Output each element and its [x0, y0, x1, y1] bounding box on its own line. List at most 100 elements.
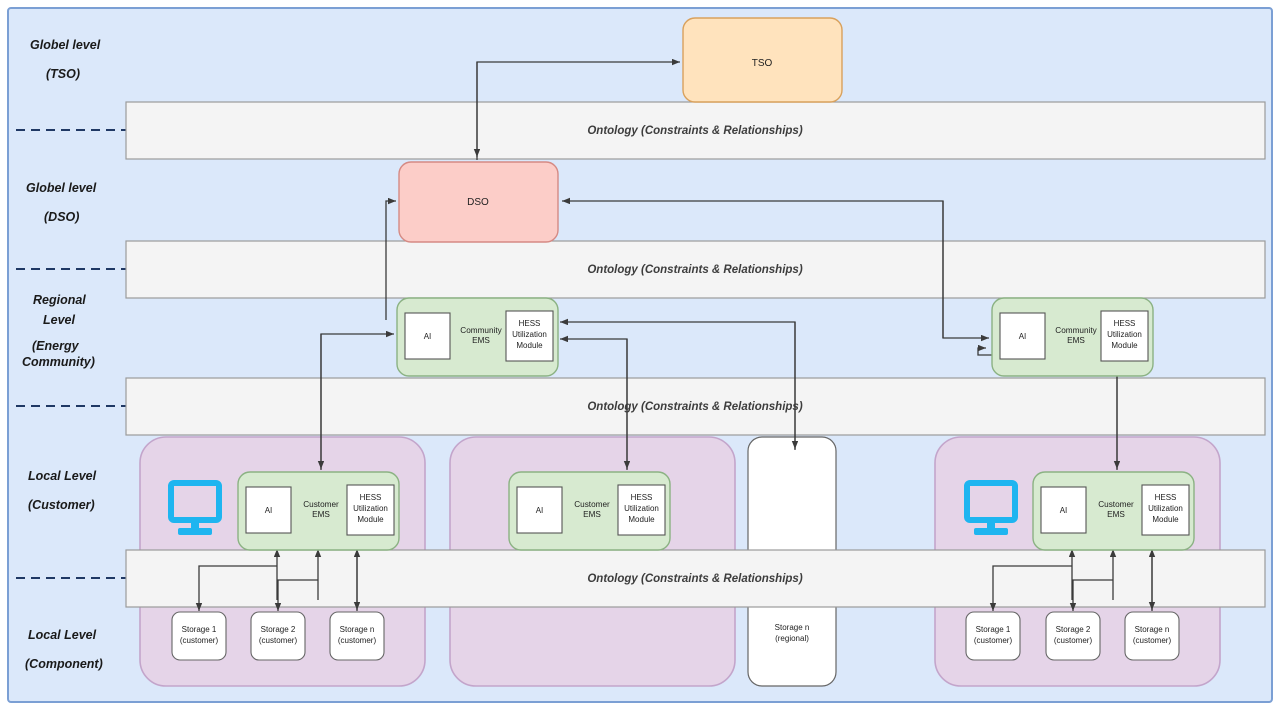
community-left-title-line1: Community: [460, 326, 502, 335]
level-label-global-dso: Globel level (DSO): [26, 181, 97, 224]
customer3-ai-box[interactable]: [1040, 486, 1087, 534]
node-tso-label: TSO: [752, 58, 773, 69]
level-label-line2b: Community): [22, 355, 95, 369]
node-customer-ems-2[interactable]: AI Customer EMS HESS Utilization Module: [508, 471, 671, 551]
customer2-hess-line2: Utilization: [624, 504, 659, 513]
monitor-icon: [168, 480, 222, 535]
level-label-line1: Globel level: [26, 181, 97, 195]
storage-label-line2: (customer): [180, 636, 219, 645]
node-customer-ems-1[interactable]: AI Customer EMS HESS Utilization Module: [237, 471, 400, 551]
customer3-hess-line3: Module: [1152, 515, 1179, 524]
customer2-title-line2: EMS: [583, 510, 601, 519]
storage-label-line1: Storage n: [1135, 625, 1170, 634]
storage-label-line1: Storage 1: [976, 625, 1011, 634]
customer2-hess-box[interactable]: [617, 484, 666, 536]
customer1-title-line2: EMS: [312, 510, 330, 519]
storage-label-line2: (customer): [338, 636, 377, 645]
customer1-title-line1: Customer: [303, 500, 339, 509]
community-left-hess-line3: Module: [516, 341, 543, 350]
level-label-line2: (Customer): [28, 498, 95, 512]
level-label-local-component: Local Level (Component): [25, 628, 103, 671]
customer3-title-line2: EMS: [1107, 510, 1125, 519]
customer1-ai-label: AI: [265, 506, 273, 515]
community-left-ai-label: AI: [424, 332, 432, 341]
storage-label-line2: (customer): [259, 636, 298, 645]
customer3-hess-line1: HESS: [1155, 493, 1177, 502]
level-label-line1: Regional: [33, 293, 86, 307]
customer3-hess-box[interactable]: [1141, 484, 1190, 536]
level-label-global-tso: Globel level (TSO): [30, 38, 101, 81]
community-right-hess-line3: Module: [1111, 341, 1138, 350]
community-left-hess-box[interactable]: [505, 310, 554, 362]
storage-box[interactable]: Storage 1 (customer): [171, 611, 227, 661]
customer2-hess-line3: Module: [628, 515, 655, 524]
ontology-bar-3-label: Ontology (Constraints & Relationships): [587, 401, 802, 413]
level-label-line2: (Component): [25, 657, 103, 671]
level-label-local-customer: Local Level (Customer): [28, 469, 97, 512]
storage-regional-line1: Storage n: [775, 623, 810, 632]
storage-box[interactable]: Storage n (customer): [1124, 611, 1180, 661]
storage-box[interactable]: Storage 2 (customer): [250, 611, 306, 661]
node-community-ems-left[interactable]: AI Community EMS HESS Utilization Module: [396, 297, 559, 377]
customer1-hess-line3: Module: [357, 515, 384, 524]
ontology-bar-3: Ontology (Constraints & Relationships): [125, 377, 1266, 436]
arrow-customerems2-to-storage2: [274, 579, 318, 611]
arrow-customerems3-to-storage1r: [989, 565, 1072, 611]
customer3-title-line1: Customer: [1098, 500, 1134, 509]
customer2-ai-box[interactable]: [516, 486, 563, 534]
community-right-title-line1: Community: [1055, 326, 1097, 335]
ontology-bar-4-label: Ontology (Constraints & Relationships): [587, 573, 802, 585]
storage-label-line1: Storage 2: [1056, 625, 1091, 634]
level-label-line1: Globel level: [30, 38, 101, 52]
customer3-hess-line2: Utilization: [1148, 504, 1183, 513]
community-left-title-line2: EMS: [472, 336, 490, 345]
storage-label-line2: (customer): [974, 636, 1013, 645]
node-community-ems-right[interactable]: AI Community EMS HESS Utilization Module: [991, 297, 1154, 377]
storage-regional-line2: (regional): [775, 634, 809, 643]
monitor-icon: [964, 480, 1018, 535]
storage-label-line2: (customer): [1054, 636, 1093, 645]
storage-box[interactable]: Storage 2 (customer): [1045, 611, 1101, 661]
community-right-title-line2: EMS: [1067, 336, 1085, 345]
level-label-line2: (DSO): [44, 210, 79, 224]
customer1-hess-box[interactable]: [346, 484, 395, 536]
ontology-bar-2: Ontology (Constraints & Relationships): [125, 240, 1266, 299]
node-dso[interactable]: DSO: [398, 161, 559, 243]
community-right-ai-label: AI: [1019, 332, 1027, 341]
community-right-hess-line1: HESS: [1114, 319, 1136, 328]
ontology-bar-1-label: Ontology (Constraints & Relationships): [587, 125, 802, 137]
storage-box[interactable]: Storage n (customer): [329, 611, 385, 661]
arrow-customerems1-to-storage1: [195, 565, 277, 611]
customer3-ai-label: AI: [1060, 506, 1068, 515]
node-tso[interactable]: TSO: [682, 17, 843, 103]
node-dso-label: DSO: [467, 197, 489, 208]
storage-label-line1: Storage 2: [261, 625, 296, 634]
customer1-ai-box[interactable]: [245, 486, 292, 534]
level-label-line2: (Energy: [32, 339, 80, 353]
level-label-line1: Local Level: [28, 469, 97, 483]
storage-box[interactable]: Storage 1 (customer): [965, 611, 1021, 661]
arrow-community-left-to-dso: [385, 197, 396, 320]
community-right-ai-box[interactable]: [999, 312, 1046, 360]
customer2-ai-label: AI: [536, 506, 544, 515]
connector-layer: [195, 58, 1156, 611]
level-label-line2: (TSO): [46, 67, 80, 81]
level-label-line1b: Level: [43, 313, 75, 327]
customer2-title-line1: Customer: [574, 500, 610, 509]
node-customer-ems-3[interactable]: AI Customer EMS HESS Utilization Module: [1032, 471, 1195, 551]
storage-label-line1: Storage 1: [182, 625, 217, 634]
ontology-bar-4: Ontology (Constraints & Relationships): [125, 549, 1266, 608]
storage-regional[interactable]: Storage n (regional): [775, 623, 810, 643]
customer2-hess-line1: HESS: [631, 493, 653, 502]
community-left-hess-line2: Utilization: [512, 330, 547, 339]
community-right-hess-line2: Utilization: [1107, 330, 1142, 339]
customer1-hess-line2: Utilization: [353, 504, 388, 513]
ontology-bar-2-label: Ontology (Constraints & Relationships): [587, 264, 802, 276]
community-right-hess-box[interactable]: [1100, 310, 1149, 362]
arrow-dso-to-community-right: [942, 201, 989, 342]
ontology-bar-1: Ontology (Constraints & Relationships): [125, 101, 1266, 160]
community-left-ai-box[interactable]: [404, 312, 451, 360]
customer1-hess-line1: HESS: [360, 493, 382, 502]
